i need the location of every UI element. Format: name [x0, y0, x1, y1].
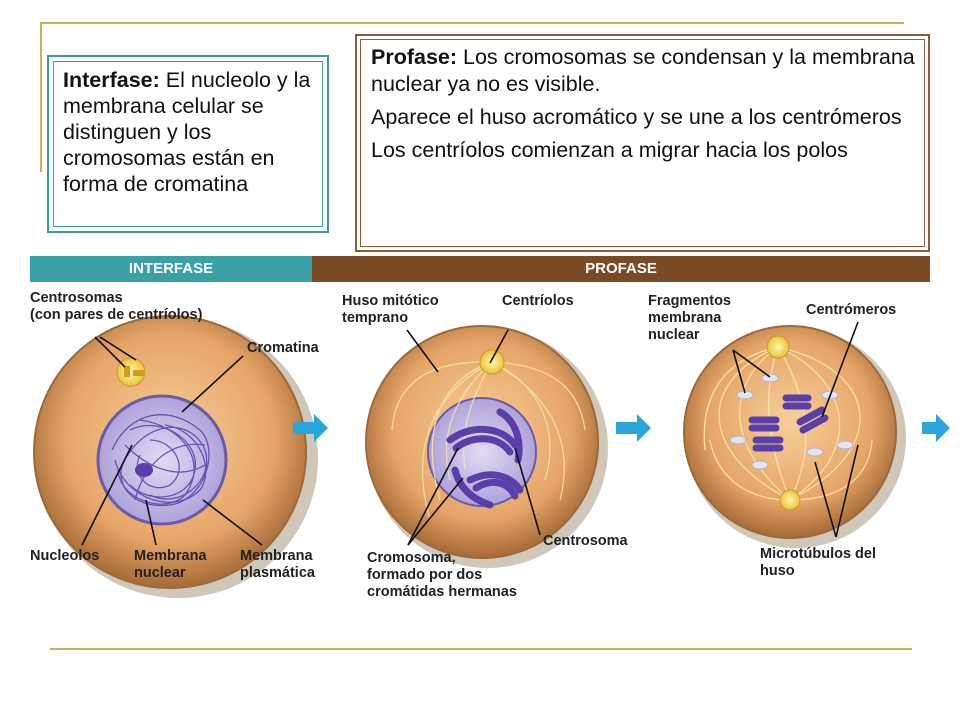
profase-paragraph-1: Profase: Los cromosomas se condensan y l… — [371, 44, 919, 98]
label-membrana-nuclear-line2: nuclear — [134, 565, 186, 581]
profase-text-1: Los cromosomas se condensan y la membran… — [371, 45, 915, 96]
label-centromeros: Centrómeros — [806, 302, 897, 318]
label-fragmentos-line3: nuclear — [648, 327, 700, 343]
arrow-1 — [293, 414, 328, 442]
late-centrosome-top — [766, 335, 790, 359]
late-centrosome-bottom — [779, 489, 801, 511]
label-cromosoma-line1: Cromosoma, — [367, 550, 456, 566]
progression-arrows — [293, 414, 950, 442]
centriole-b — [133, 370, 144, 376]
leader-lines — [81, 321, 859, 546]
profase-description: Profase: Los cromosomas se condensan y l… — [371, 44, 919, 170]
profase-paragraph-2: Aparece el huso acromático y se une a lo… — [371, 105, 902, 129]
label-microtubulos-line2: huso — [760, 563, 795, 579]
label-centrosomas: Centrosomas(con pares de centríolos) — [30, 290, 202, 324]
label-fragmentos-line2: membrana — [648, 310, 722, 326]
centriole-a — [124, 366, 130, 377]
early-chromosomes — [446, 408, 524, 509]
arrow-2 — [616, 414, 651, 442]
profase-term: Profase: — [371, 45, 458, 69]
interfase-description: Interfase: El nucleolo y la membrana cel… — [63, 67, 325, 197]
label-centrosoma: Centrosoma — [543, 533, 628, 549]
label-cromosoma-line3: cromátidas hermanas — [367, 584, 517, 600]
late-prophase-cell — [683, 325, 906, 548]
interfase-textbox: Interfase: El nucleolo y la membrana cel… — [47, 55, 329, 233]
profase-band: PROFASE — [312, 256, 930, 282]
early-centrosome — [479, 349, 505, 375]
left-rule — [40, 22, 42, 172]
early-prophase-cell — [365, 325, 608, 568]
label-fragmentos-line1: Fragmentos — [648, 293, 731, 309]
nucleolus — [135, 463, 153, 477]
label-nucleolos: Nucleolos — [30, 548, 100, 564]
label-cromosoma-line2: formado por dos — [367, 567, 483, 583]
late-chromosomes — [748, 394, 829, 452]
interfase-band: INTERFASE — [30, 256, 312, 282]
profase-textbox: Profase: Los cromosomas se condensan y l… — [355, 34, 930, 252]
label-membrana-nuclear-line1: Membrana — [134, 548, 207, 564]
label-centriolos: Centríolos — [502, 293, 574, 309]
interfase-text: El nucleolo y la membrana celular se dis… — [63, 68, 311, 196]
interfase-term: Interfase: — [63, 68, 160, 92]
arrow-3 — [922, 414, 950, 442]
interphase-cell — [33, 315, 318, 598]
label-huso-line2: temprano — [342, 310, 409, 326]
label-membrana-plasmatica-line1: Membrana — [240, 548, 313, 564]
early-spindle-fibers — [391, 361, 586, 521]
label-centrosomas-line1: Centrosomas — [30, 290, 123, 306]
label-centrosomas-line2: (con pares de centríolos) — [30, 307, 203, 323]
label-huso-line1: Huso mitótico — [342, 293, 439, 309]
interfase-textbox-inner-border — [53, 61, 323, 227]
label-microtubulos-line1: Microtúbulos del — [760, 546, 876, 562]
profase-textbox-inner-border — [360, 39, 925, 247]
nuclear-membrane-fragments — [729, 373, 854, 470]
label-membrana-plasmatica-line2: plasmática — [240, 565, 315, 581]
profase-paragraph-3: Los centríolos comienzan a migrar hacia … — [371, 138, 848, 162]
bottom-rule — [50, 648, 912, 650]
top-rule — [40, 22, 904, 24]
label-cromatina: Cromatina — [247, 340, 319, 356]
